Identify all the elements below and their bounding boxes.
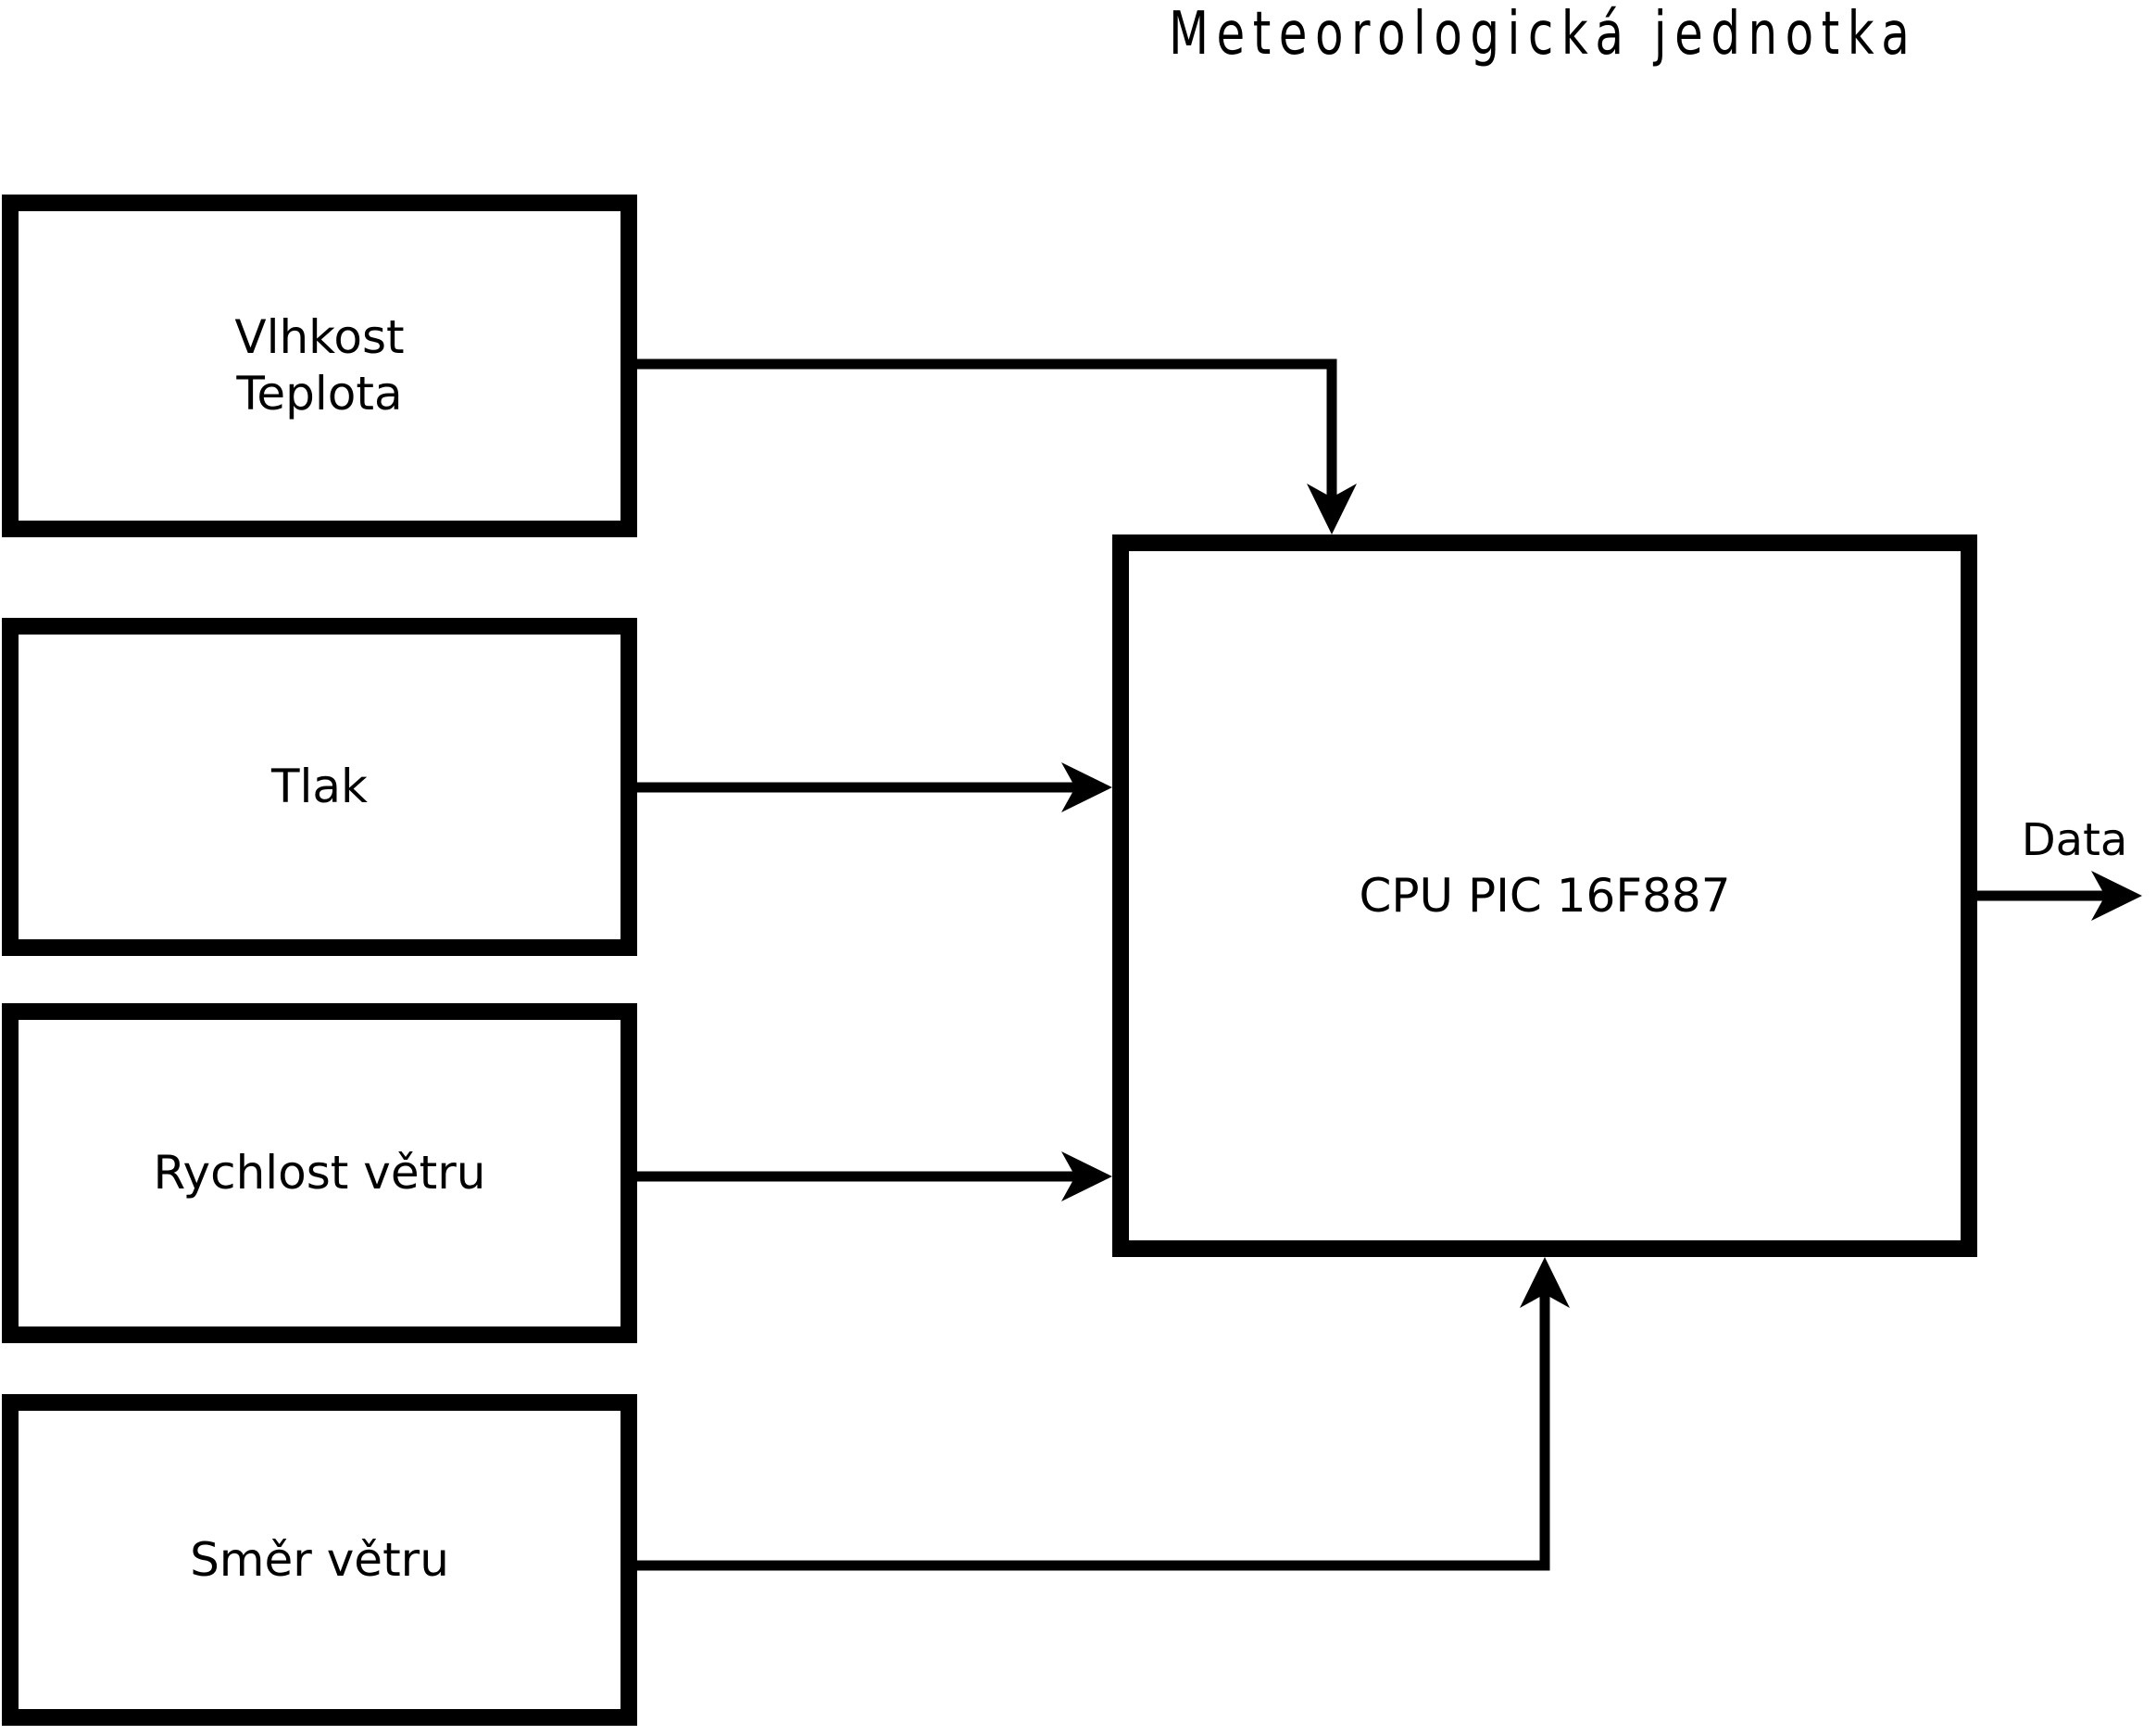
data-output-label: Data [2021, 814, 2128, 866]
page-title-text: Meteorologická jednotka [1168, 0, 1918, 69]
arrowhead-right-icon [2091, 871, 2142, 921]
arrowhead-down-icon [1307, 484, 1357, 534]
sensor-label-smer-vetru: Směr větru [190, 1532, 449, 1587]
sensor-box-tlak: Tlak [2, 618, 637, 956]
page-title: Meteorologická jednotka [1052, 0, 2034, 69]
sensor-box-smer-vetru: Směr větru [2, 1394, 637, 1726]
cpu-label: CPU PIC 16F887 [1359, 868, 1731, 923]
arrowhead-up-icon [1520, 1257, 1570, 1308]
sensor-box-rychlost-vetru: Rychlost větru [2, 1003, 637, 1343]
arrowhead-right-icon [1061, 1151, 1112, 1201]
sensor-label-vlhkost-teplota: Vlhkost Teplota [234, 310, 405, 421]
arrow-line-vlhkost-to-cpu [637, 358, 1337, 497]
arrowhead-right-icon [1061, 762, 1112, 812]
sensor-box-vlhkost-teplota: Vlhkost Teplota [2, 195, 637, 537]
cpu-box: CPU PIC 16F887 [1112, 534, 1977, 1257]
arrow-line-smer-to-cpu [637, 1294, 1550, 1571]
sensor-label-rychlost-vetru: Rychlost větru [153, 1146, 486, 1200]
sensor-label-tlak: Tlak [270, 760, 369, 813]
